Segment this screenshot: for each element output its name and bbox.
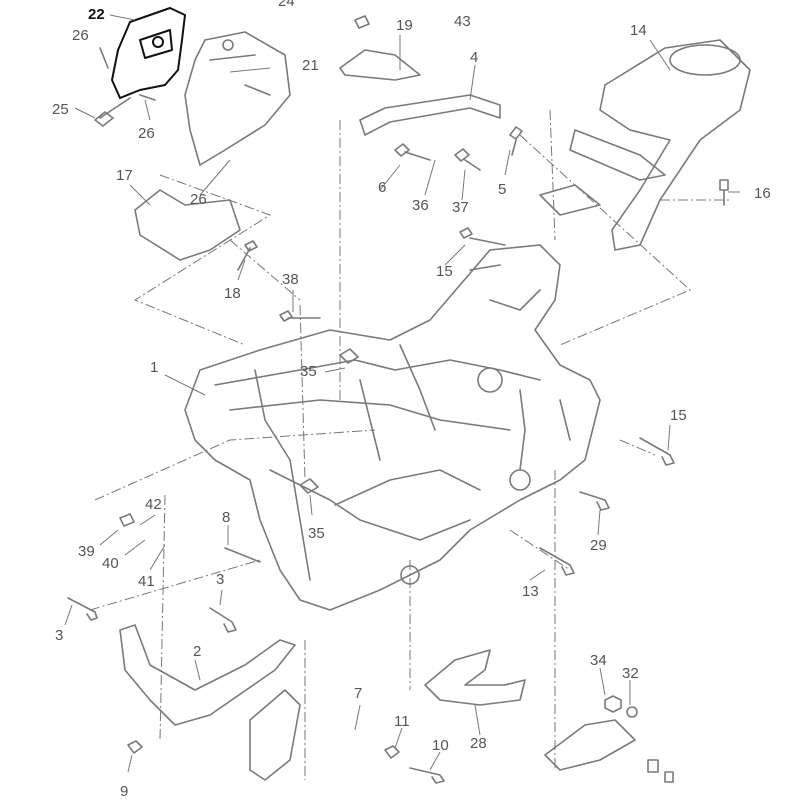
bolts <box>67 15 729 784</box>
callout-19: 19 <box>396 17 413 34</box>
part-28-footrest <box>424 649 526 706</box>
callout-29: 29 <box>590 537 607 554</box>
callout-1: 1 <box>150 359 158 376</box>
part-19-bracket <box>339 49 421 81</box>
callout-7: 7 <box>354 685 362 702</box>
callout-34: 34 <box>590 652 607 669</box>
part-14-seat-frame <box>539 39 751 251</box>
part-32-washer <box>626 706 638 718</box>
callout-37: 37 <box>452 199 469 216</box>
callout-5: 5 <box>498 181 506 198</box>
callout-17: 17 <box>116 167 133 184</box>
part-4-arm <box>359 94 501 136</box>
callout-4: 4 <box>470 49 478 66</box>
part-7-bracket <box>249 689 301 781</box>
callout-10: 10 <box>432 737 449 754</box>
part-22-cover <box>111 7 186 99</box>
callout-6: 6 <box>378 179 386 196</box>
callout-26c: 26 <box>190 191 207 208</box>
callout-26b: 26 <box>138 125 155 142</box>
leader-lines <box>64 14 740 773</box>
callout-40: 40 <box>102 555 119 572</box>
part-21-cover <box>184 31 291 166</box>
callout-3b: 3 <box>55 627 63 644</box>
callout-24: 24 <box>278 0 295 10</box>
callout-15a: 15 <box>436 263 453 280</box>
callout-8: 8 <box>222 509 230 526</box>
callout-13: 13 <box>522 583 539 600</box>
alignment-lines <box>89 109 730 780</box>
part-2-subframe <box>119 624 296 726</box>
callout-36: 36 <box>412 197 429 214</box>
callout-35a: 35 <box>300 363 317 380</box>
part-1-main-frame <box>184 244 601 611</box>
callout-3a: 3 <box>216 571 224 588</box>
callout-18: 18 <box>224 285 241 302</box>
callout-14: 14 <box>630 22 647 39</box>
part-34-nut <box>604 695 622 713</box>
callout-43: 43 <box>454 13 471 30</box>
callout-25: 25 <box>52 101 69 118</box>
callout-2: 2 <box>193 643 201 660</box>
part-17-bracket <box>134 189 241 261</box>
callout-32: 32 <box>622 665 639 682</box>
callout-15b: 15 <box>670 407 687 424</box>
callout-11: 11 <box>394 713 410 730</box>
callout-16: 16 <box>754 185 771 202</box>
callout-9: 9 <box>120 783 128 800</box>
step-assembly <box>544 719 636 771</box>
callout-42: 42 <box>145 496 162 513</box>
callout-21: 21 <box>302 57 319 74</box>
callout-39: 39 <box>78 543 95 560</box>
callout-41: 41 <box>138 573 155 590</box>
callout-26a: 26 <box>72 27 89 44</box>
callout-28: 28 <box>470 735 487 752</box>
callout-35b: 35 <box>308 525 325 542</box>
callout-38: 38 <box>282 271 299 288</box>
callout-22: 22 <box>88 6 105 23</box>
callout-labels: 22 24 43 19 14 26 21 4 25 26 6 36 37 5 1… <box>52 0 771 800</box>
